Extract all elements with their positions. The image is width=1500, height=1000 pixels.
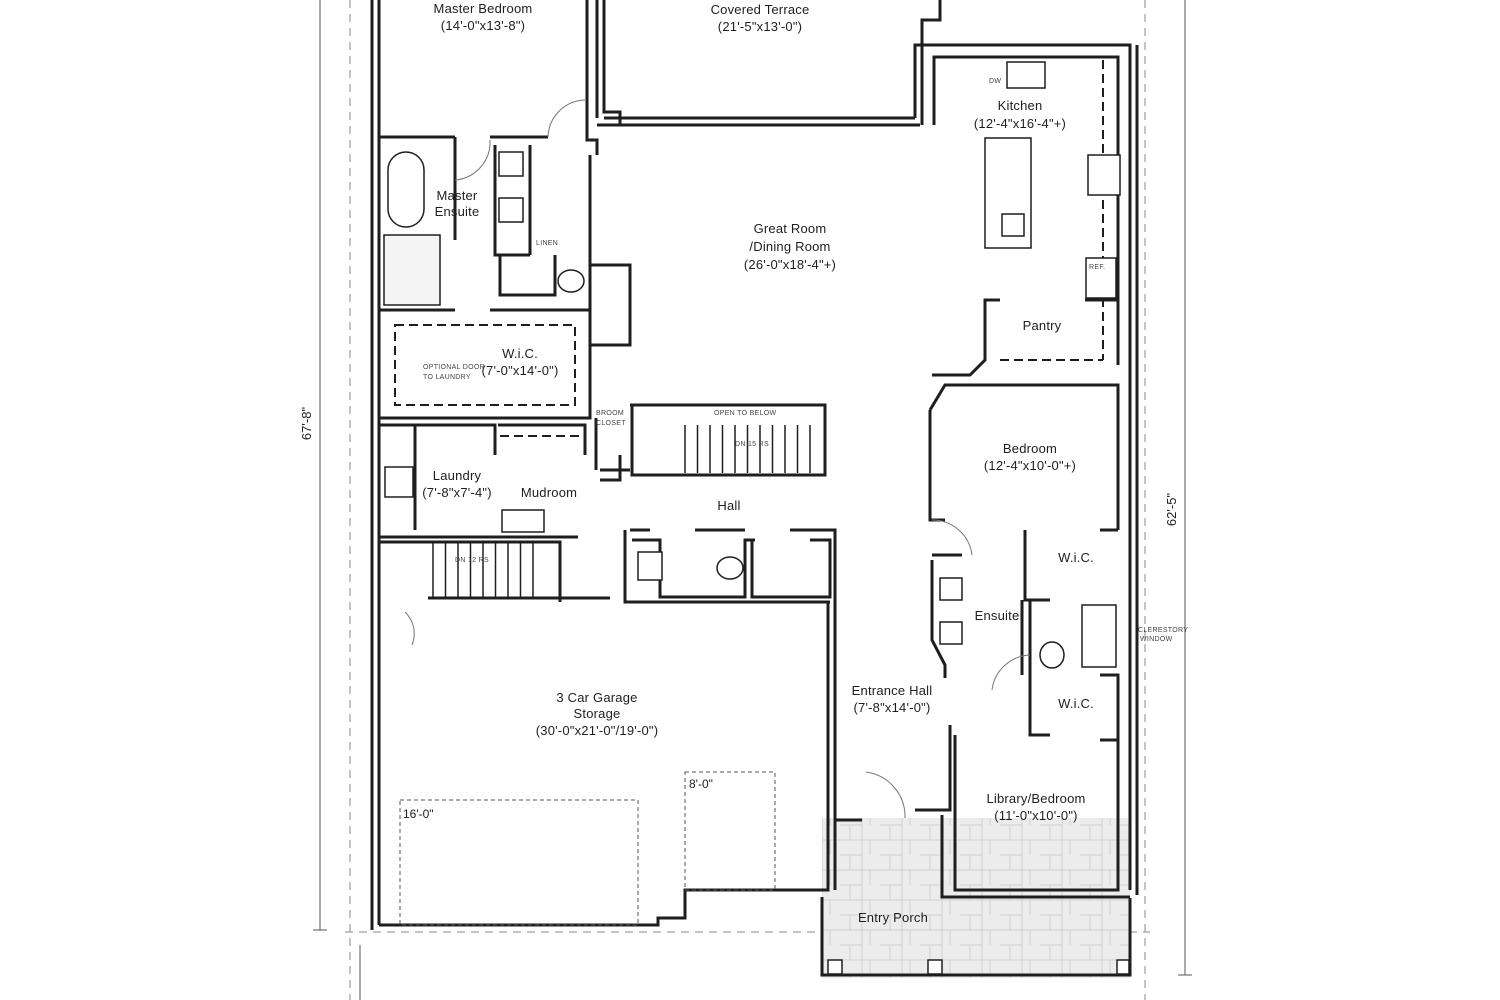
door-swings [404,99,1031,819]
dashed-outlines [394,60,1104,926]
library-label: Library/Bedroom [986,791,1086,806]
laundry-label: Laundry [432,468,482,483]
entry-porch-label: Entry Porch [857,910,929,925]
dishwasher-note: DW [989,78,1002,85]
overall-depth-left-dimension: 67'-8" [299,406,315,441]
master-ensuite-label-1: Master [436,188,478,203]
garage-dims: (30'-0"x21'-0"/19'-0") [535,723,659,738]
linen-note: LINEN [536,240,559,247]
open-to-below-note: OPEN TO BELOW [714,410,777,417]
bedroom-dims: (12'-4"x10'-0"+) [983,458,1077,473]
toilet [557,269,585,293]
broom-closet-note-2: CLOSET [596,420,626,427]
garage-door-8-label: 8'-0" [689,777,713,791]
broom-closet-note-1: BROOM [596,410,624,417]
dimension-lines [313,0,1192,1000]
laundry-dims: (7'-8"x7'-4") [422,485,492,500]
kitchen-dims: (12'-4"x16'-4"+) [973,116,1067,131]
clerestory-note-2: WINDOW [1140,636,1173,643]
library-wic-label: W.i.C. [1058,696,1094,711]
stair-down-15-note: DN 15 RS [735,441,769,448]
bedroom-wic-label: W.i.C. [1058,550,1094,565]
range [1087,154,1121,196]
ensuite-label: Ensuite [974,608,1020,623]
optional-door-note-1: OPTIONAL DOOR [423,364,485,371]
stairs [432,425,811,598]
master-wic-dims: (7'-0"x14'-0") [481,363,559,378]
master-ensuite-label-2: Ensuite [434,204,480,219]
kitchen-sink [1006,61,1046,89]
entrance-hall-label: Entrance Hall [851,683,933,698]
master-bedroom-dims: (14'-0"x13'-8") [440,18,526,33]
shower [383,234,441,306]
master-bedroom-label: Master Bedroom [433,1,533,16]
great-room-dims: (26'-0"x18'-4"+) [743,257,837,272]
clerestory-note-1: CLERESTORY [1138,627,1189,634]
pantry-label: Pantry [1022,318,1062,333]
great-room-label: Great Room [753,221,827,236]
garage-storage-label: Storage [573,706,621,721]
dining-room-label: /Dining Room [749,239,831,254]
refrigerator-note: REF. [1089,264,1106,271]
library-dims: (11'-0"x10'-0") [994,808,1078,823]
overall-depth-right-dimension: 62'-5" [1164,492,1180,527]
garage-door-16-label: 16'-0" [403,807,434,821]
entrance-hall-dims: (7'-8"x14'-0") [853,700,931,715]
kitchen-label: Kitchen [997,98,1043,113]
optional-door-note-2: TO LAUNDRY [423,374,471,381]
bedroom-label: Bedroom [1002,441,1058,456]
master-wic-label: W.i.C. [502,346,538,361]
bathtub [387,151,425,228]
refrigerator [1085,257,1117,299]
fixtures [383,61,1130,975]
covered-terrace-dims: (21'-5"x13'-0") [717,19,803,34]
stair-down-12-note: DN 12 RS [455,557,489,564]
hall-label: Hall [717,498,741,513]
covered-terrace-label: Covered Terrace [710,2,810,17]
garage-label: 3 Car Garage [556,690,638,705]
mudroom-label: Mudroom [520,485,578,500]
